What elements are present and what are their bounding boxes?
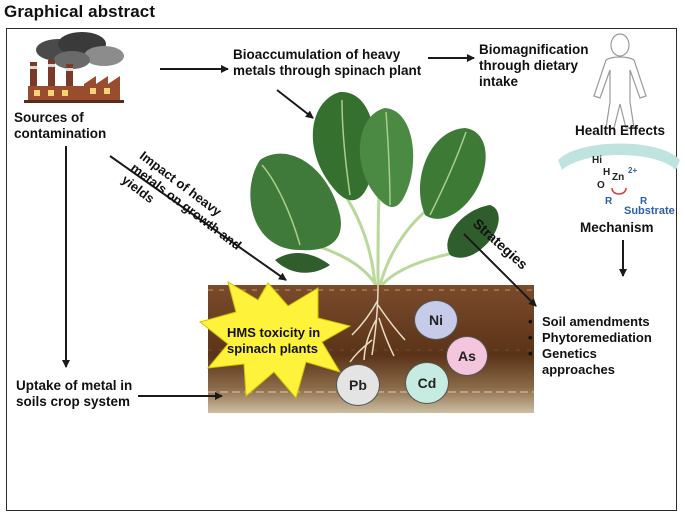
mechanism-label: Mechanism: [580, 220, 654, 235]
mechanism-r2: R: [640, 196, 648, 207]
toxicity-burst: [198, 280, 352, 400]
mechanism-fragment: Hi: [592, 155, 602, 166]
mechanism-zinc-charge: 2+: [628, 166, 638, 175]
metal-ni: Ni: [414, 300, 458, 340]
spinach-plant-icon: [250, 91, 499, 287]
metal-pb: Pb: [336, 364, 380, 406]
strategy-item: Phytoremediation: [528, 330, 652, 346]
mechanism-r1: R: [605, 196, 613, 207]
health-effects-label: Health Effects: [575, 123, 666, 138]
metal-as: As: [446, 336, 488, 376]
plant-roots-icon: [349, 284, 406, 363]
mechanism-substrate: Substrate: [624, 205, 675, 217]
abstract-frame: [6, 28, 677, 511]
strategies-list: Soil amendments Phytoremediation Genetic…: [528, 314, 652, 378]
arrow-strategies-to-list: [463, 233, 537, 307]
mechanism-oxygen: O: [597, 180, 605, 191]
mechanism-hydrogen: H: [603, 167, 611, 178]
human-body-icon: [593, 33, 647, 129]
strategy-item: Soil amendments: [528, 314, 652, 330]
factory-icon: [24, 32, 124, 103]
arrow-bioaccumulation-to-plant: [276, 89, 314, 119]
metal-cd: Cd: [405, 362, 449, 404]
arrow-impact-to-soil: [109, 155, 287, 281]
mechanism-arc-icon: [558, 143, 680, 195]
page-title: Graphical abstract: [4, 2, 156, 21]
mechanism-zinc: Zn: [612, 172, 625, 183]
